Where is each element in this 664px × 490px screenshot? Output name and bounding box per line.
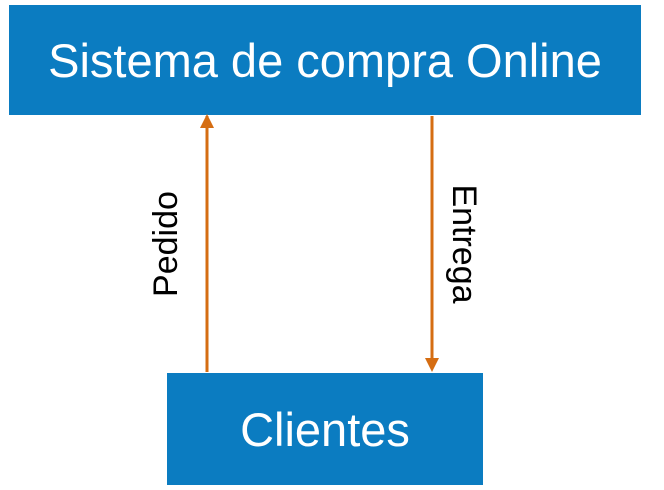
node-label: Clientes <box>240 402 410 456</box>
edge-label-entrega: Entrega <box>445 184 483 304</box>
arrowhead-entrega <box>425 358 439 372</box>
node-label: Sistema de compra Online <box>48 33 602 87</box>
node-sistema-de-compra-online: Sistema de compra Online <box>9 5 641 115</box>
edge-label-pedido: Pedido <box>147 191 185 297</box>
arrowhead-pedido <box>200 114 214 128</box>
node-clientes: Clientes <box>167 373 483 485</box>
